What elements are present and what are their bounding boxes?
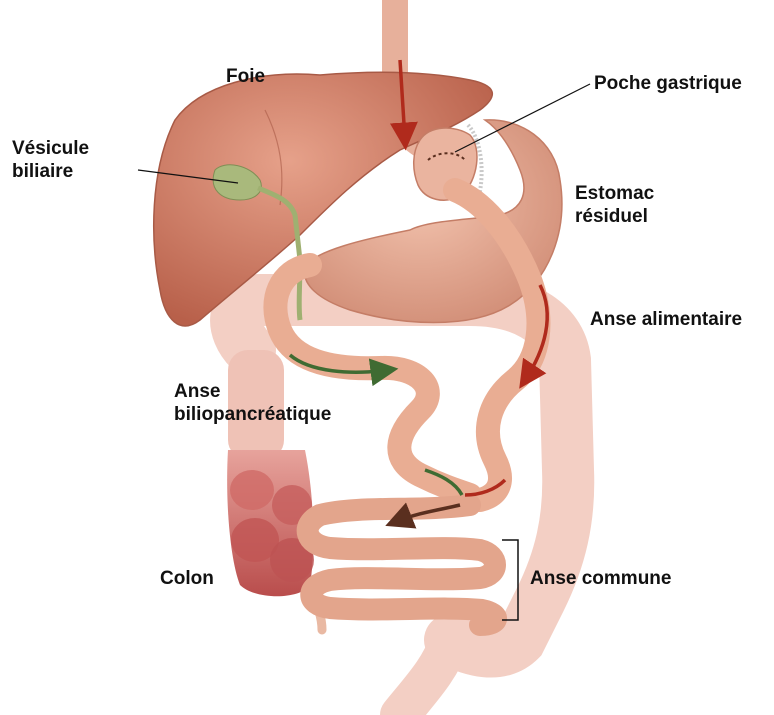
label-anse-alimentaire: Anse alimentaire	[590, 308, 742, 331]
label-anse-commune: Anse commune	[530, 567, 671, 590]
label-anse-biliopancreatique: Anse biliopancréatique	[174, 380, 331, 426]
label-foie: Foie	[226, 65, 265, 88]
label-estomac-residuel: Estomac résiduel	[575, 182, 654, 228]
common-loop	[308, 505, 496, 625]
label-poche-gastrique: Poche gastrique	[594, 72, 742, 95]
label-colon: Colon	[160, 567, 214, 590]
label-vesicule-biliaire: Vésicule biliaire	[12, 137, 89, 183]
